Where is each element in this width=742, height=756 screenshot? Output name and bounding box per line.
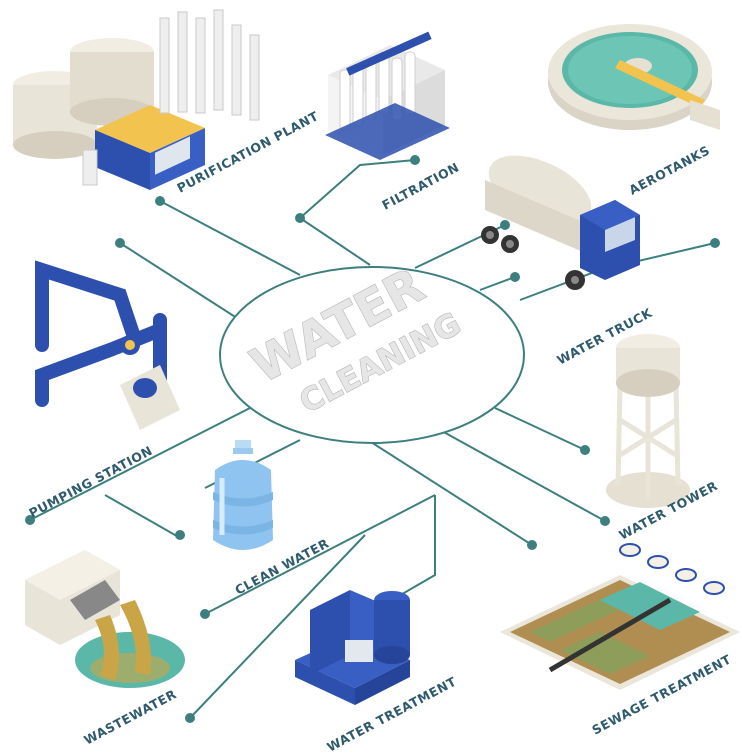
water-treatment-illustration: [295, 590, 410, 705]
wastewater-illustration: [25, 550, 185, 688]
label-wastewater: WASTEWATER: [81, 686, 179, 747]
label-aerotanks: AEROTANKS: [626, 142, 712, 197]
pumping-station-illustration: [35, 260, 180, 430]
purification-plant-illustration: [13, 9, 260, 190]
clean-water-illustration: [213, 440, 273, 550]
center-hub: WATER CLEANING: [219, 257, 525, 444]
aerotanks-illustration: [548, 24, 720, 130]
water-truck-illustration: [481, 155, 640, 290]
water-tower-illustration: [606, 334, 690, 508]
label-pumping-station: PUMPING STATION: [26, 443, 155, 521]
filtration-illustration: [325, 31, 450, 160]
sewage-treatment-illustration: [500, 543, 740, 690]
connector-dots: [25, 155, 720, 723]
label-filtration: FILTRATION: [379, 159, 461, 212]
